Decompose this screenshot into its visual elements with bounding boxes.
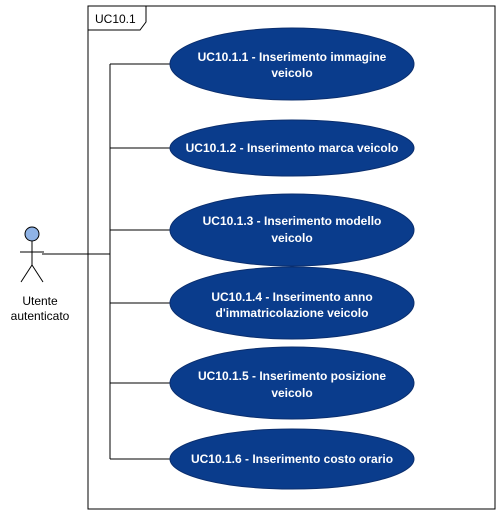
use-case-4-label-line-1: UC10.1.4 - Inserimento anno xyxy=(211,290,372,304)
use-case-1-label-line-2: veicolo xyxy=(271,66,312,80)
system-boundary xyxy=(87,5,496,510)
use-case-6-label: UC10.1.6 - Inserimento costo orario xyxy=(191,452,393,466)
association-lines xyxy=(42,63,170,460)
use-case-2-label: UC10.1.2 - Inserimento marca veicolo xyxy=(186,141,399,155)
frame-title: UC10.1 xyxy=(95,12,136,26)
use-case-4[interactable]: UC10.1.4 - Inserimento anno d'immatricol… xyxy=(169,266,415,340)
use-case-3[interactable]: UC10.1.3 - Inserimento modello veicolo xyxy=(169,193,415,267)
use-case-4-label-line-2: d'immatricolazione veicolo xyxy=(216,306,369,320)
use-case-1[interactable]: UC10.1.1 - Inserimento immagine veicolo xyxy=(169,27,415,101)
use-case-5[interactable]: UC10.1.5 - Inserimento posizione veicolo xyxy=(169,346,415,420)
use-case-5-label-line-2: veicolo xyxy=(271,386,312,400)
use-case-5-label-line-1: UC10.1.5 - Inserimento posizione xyxy=(198,369,386,383)
use-case-2[interactable]: UC10.1.2 - Inserimento marca veicolo xyxy=(169,119,415,177)
use-case-6[interactable]: UC10.1.6 - Inserimento costo orario xyxy=(169,428,415,490)
actor-head-icon xyxy=(24,226,40,242)
actor-label-line-2: autenticato xyxy=(11,309,70,323)
use-case-3-label-line-2: veicolo xyxy=(271,231,312,245)
use-case-3-label-line-1: UC10.1.3 - Inserimento modello xyxy=(203,214,382,228)
frame-title-tab xyxy=(87,5,147,31)
actor-label-line-1: Utente xyxy=(22,294,58,308)
actor-utente-autenticato: Utente autenticato xyxy=(11,226,70,323)
use-case-1-label-line-1: UC10.1.1 - Inserimento immagine xyxy=(198,50,387,64)
